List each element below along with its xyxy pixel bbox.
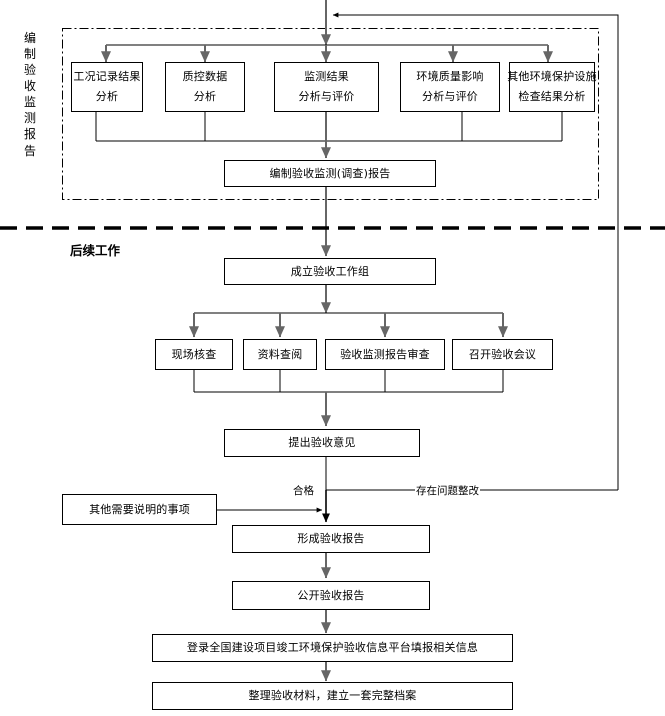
node-compile-acceptance-report[interactable]: 编制验收监测(调查)报告 (224, 160, 436, 187)
node-line-2: 分析与评价 (298, 90, 355, 103)
node-line-1: 其他环境保护设施 (507, 70, 597, 84)
node-publish-acceptance-report[interactable]: 公开验收报告 (232, 581, 430, 610)
node-label: 编制验收监测(调查)报告 (269, 166, 391, 180)
node-line-2: 分析与评价 (422, 90, 478, 103)
node-platform-submission[interactable]: 登录全国建设项目竣工环境保护验收信息平台填报相关信息 (152, 634, 513, 662)
vlabel-char-4: 监 (23, 95, 36, 110)
feedback-return-path (332, 12, 619, 490)
node-review-hold-meeting[interactable]: 召开验收会议 (452, 339, 553, 370)
node-label: 现场核查 (171, 347, 217, 361)
node-line-2: 分析 (95, 90, 119, 103)
node-line-1: 质控数据 (182, 70, 228, 84)
node-label: 整理验收材料，建立一套完整档案 (248, 689, 417, 703)
node-archive-materials[interactable]: 整理验收材料，建立一套完整档案 (152, 682, 513, 710)
node-analysis-other-env-facilities[interactable]: 其他环境保护设施 检查结果分析 (507, 62, 597, 112)
node-label: 登录全国建设项目竣工环境保护验收信息平台填报相关信息 (186, 641, 479, 655)
node-review-document-review[interactable]: 资料查阅 (243, 339, 317, 370)
section2-phase-label: 后续工作 (70, 243, 121, 258)
vlabel-char-7: 告 (23, 143, 36, 158)
node-form-acceptance-report[interactable]: 形成验收报告 (232, 525, 430, 553)
node-line-2: 检查结果分析 (518, 90, 586, 103)
node-line-1: 工况记录结果 (73, 70, 141, 84)
vlabel-char-3: 收 (23, 79, 36, 94)
node-label: 成立验收工作组 (290, 264, 370, 278)
vlabel-char-2: 验 (23, 63, 36, 78)
vlabel-char-0: 编 (23, 31, 36, 45)
node-propose-acceptance-opinion[interactable]: 提出验收意见 (224, 429, 420, 457)
edge-label-pass: 合格 (292, 483, 315, 498)
node-label: 形成验收报告 (297, 532, 365, 546)
node-establish-workgroup[interactable]: 成立验收工作组 (224, 258, 436, 285)
node-label: 其他需要说明的事项 (89, 502, 190, 516)
node-label: 公开验收报告 (297, 588, 365, 602)
vlabel-char-5: 测 (23, 111, 36, 126)
node-analysis-monitoring-result[interactable]: 监测结果 分析与评价 (274, 62, 379, 112)
node-label: 验收监测报告审查 (340, 347, 430, 361)
node-line-1: 环境质量影响 (416, 70, 484, 84)
node-label: 召开验收会议 (468, 347, 537, 361)
node-line-1: 监测结果 (304, 70, 349, 84)
section1-vertical-label: 编制验收监测报告 (22, 30, 38, 159)
vlabel-char-1: 制 (23, 47, 36, 62)
node-review-site-inspection[interactable]: 现场核查 (155, 339, 233, 370)
node-analysis-qc-data[interactable]: 质控数据 分析 (165, 62, 245, 112)
node-line-2: 分析 (193, 90, 217, 103)
edge-label-fail: 存在问题整改 (415, 483, 480, 498)
node-review-monitoring-report-audit[interactable]: 验收监测报告审查 (325, 339, 445, 370)
node-analysis-env-quality-impact[interactable]: 环境质量影响 分析与评价 (400, 62, 500, 112)
node-label: 资料查阅 (257, 347, 303, 361)
node-label: 提出验收意见 (288, 436, 356, 450)
node-analysis-working-condition[interactable]: 工况记录结果 分析 (71, 62, 143, 112)
section1-dashdot-boundary (62, 28, 599, 200)
vlabel-char-6: 报 (23, 127, 36, 142)
node-other-matters[interactable]: 其他需要说明的事项 (62, 494, 217, 525)
